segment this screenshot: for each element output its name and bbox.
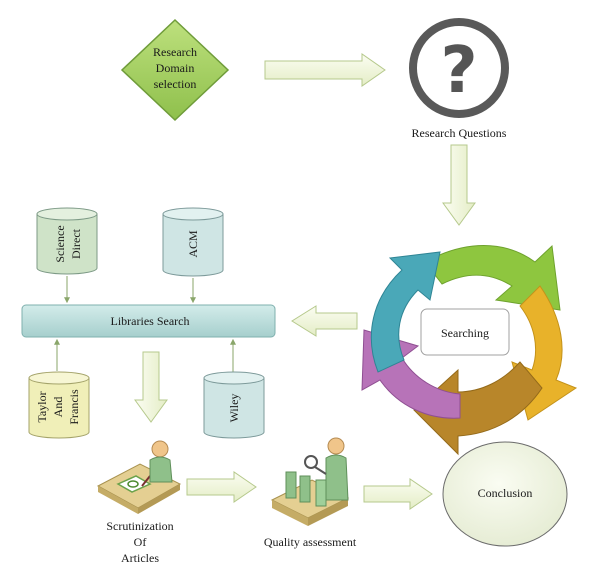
scrutinization-node: Scrutinization Of Articles [96, 440, 182, 565]
arrow-domain-to-questions [264, 53, 386, 87]
domain-selection-node: Research Domain selection [120, 18, 230, 122]
database-cylinder-icon [28, 377, 90, 439]
research-questions-label: Research Questions [412, 126, 507, 140]
question-mark: ? [440, 34, 477, 108]
domain-line-3: selection [154, 77, 197, 91]
libraries-search-bar [21, 304, 276, 338]
cycle-segment-green [424, 244, 561, 311]
searching-cycle: Searching [361, 244, 578, 456]
libraries-search-label: Libraries Search [111, 314, 190, 328]
domain-diamond [120, 18, 230, 122]
magnifier-inspector-icon [270, 437, 350, 526]
cycle-segment-teal [370, 251, 441, 373]
arrow-libraries-to-scrutinization [134, 351, 168, 423]
science-direct-line-1: Science [53, 225, 67, 262]
research-questions-node: ? Research Questions [409, 18, 509, 140]
conclusion-ellipse [442, 441, 568, 547]
wiley-database: Wiley [203, 371, 265, 439]
searching-label: Searching [441, 326, 489, 340]
arrow-quality-to-conclusion [363, 478, 433, 510]
science-direct-line-2: Direct [69, 228, 83, 259]
database-cylinder-icon [203, 377, 265, 439]
domain-line-2: Domain [156, 61, 195, 75]
wiley-label: Wiley [227, 394, 241, 423]
scrutinization-line-2: Of [134, 535, 147, 549]
taylor-francis-database: Taylor And Francis [28, 371, 90, 439]
taylor-line-1: Taylor [35, 391, 49, 422]
question-circle-icon [409, 18, 509, 118]
arrow-scrutinization-to-quality [186, 471, 257, 503]
person-reviewing-icon [96, 440, 182, 514]
quality-assessment-node: Quality assessment [264, 437, 357, 549]
searching-box [420, 308, 510, 356]
taylor-line-2: And [51, 397, 65, 418]
cycle-segment-brown [413, 361, 543, 456]
taylor-line-3: Francis [67, 389, 81, 425]
database-cylinder-icon [162, 213, 224, 277]
scrutinization-line-1: Scrutinization [106, 519, 173, 533]
conclusion-label: Conclusion [478, 486, 533, 500]
domain-line-1: Research [153, 45, 197, 59]
acm-label: ACM [186, 230, 200, 258]
libraries-search-node: Libraries Search [21, 304, 276, 338]
arrow-searching-to-libraries [291, 305, 358, 337]
conclusion-node: Conclusion [442, 441, 568, 547]
science-direct-database: Science Direct [36, 207, 98, 275]
acm-database: ACM [162, 207, 224, 277]
database-cylinder-icon [36, 213, 98, 275]
quality-assessment-label: Quality assessment [264, 535, 357, 549]
arrow-questions-to-searching [442, 144, 476, 226]
scrutinization-line-3: Articles [121, 551, 159, 565]
